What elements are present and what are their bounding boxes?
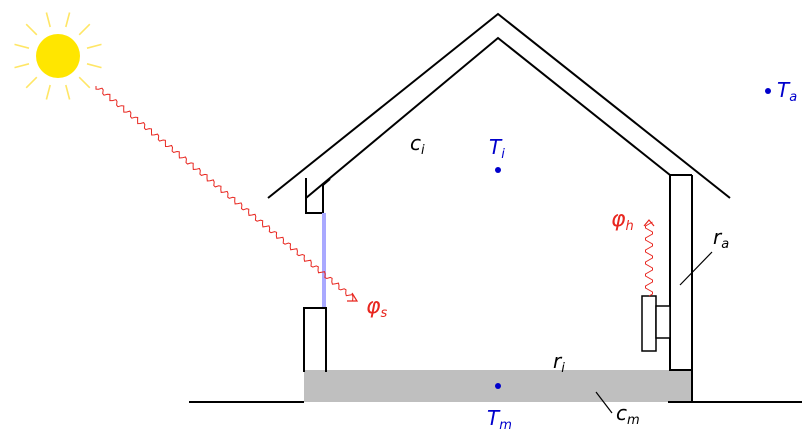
r-a-pointer bbox=[679, 251, 713, 286]
label-t-i: Ti bbox=[489, 135, 505, 162]
heat-arrow-head bbox=[643, 219, 655, 227]
left-wall-lower bbox=[303, 307, 327, 372]
label-r-i: ri bbox=[553, 349, 565, 376]
label-phi-h: φh bbox=[611, 207, 634, 234]
label-phi-s: φs bbox=[366, 294, 388, 321]
label-t-a: Ta bbox=[777, 78, 797, 105]
label-c-i: ci bbox=[410, 131, 425, 158]
heater-heat-arrow bbox=[645, 221, 653, 297]
label-c-m: cm bbox=[616, 401, 640, 428]
label-r-a: ra bbox=[713, 225, 729, 252]
right-wall-outer bbox=[668, 175, 693, 403]
node-t-m bbox=[495, 383, 501, 389]
label-t-m: Tm bbox=[487, 406, 512, 433]
solar-arrow-head bbox=[347, 292, 359, 302]
roof-outer bbox=[267, 12, 731, 199]
roof-inner bbox=[305, 36, 671, 199]
heater bbox=[641, 295, 671, 352]
sun-icon bbox=[14, 12, 102, 100]
solar-radiation-arrow bbox=[95, 86, 354, 301]
node-t-a bbox=[765, 88, 771, 94]
node-t-i bbox=[495, 167, 501, 173]
c-m-pointer bbox=[595, 391, 613, 414]
right-wall bbox=[669, 175, 693, 371]
